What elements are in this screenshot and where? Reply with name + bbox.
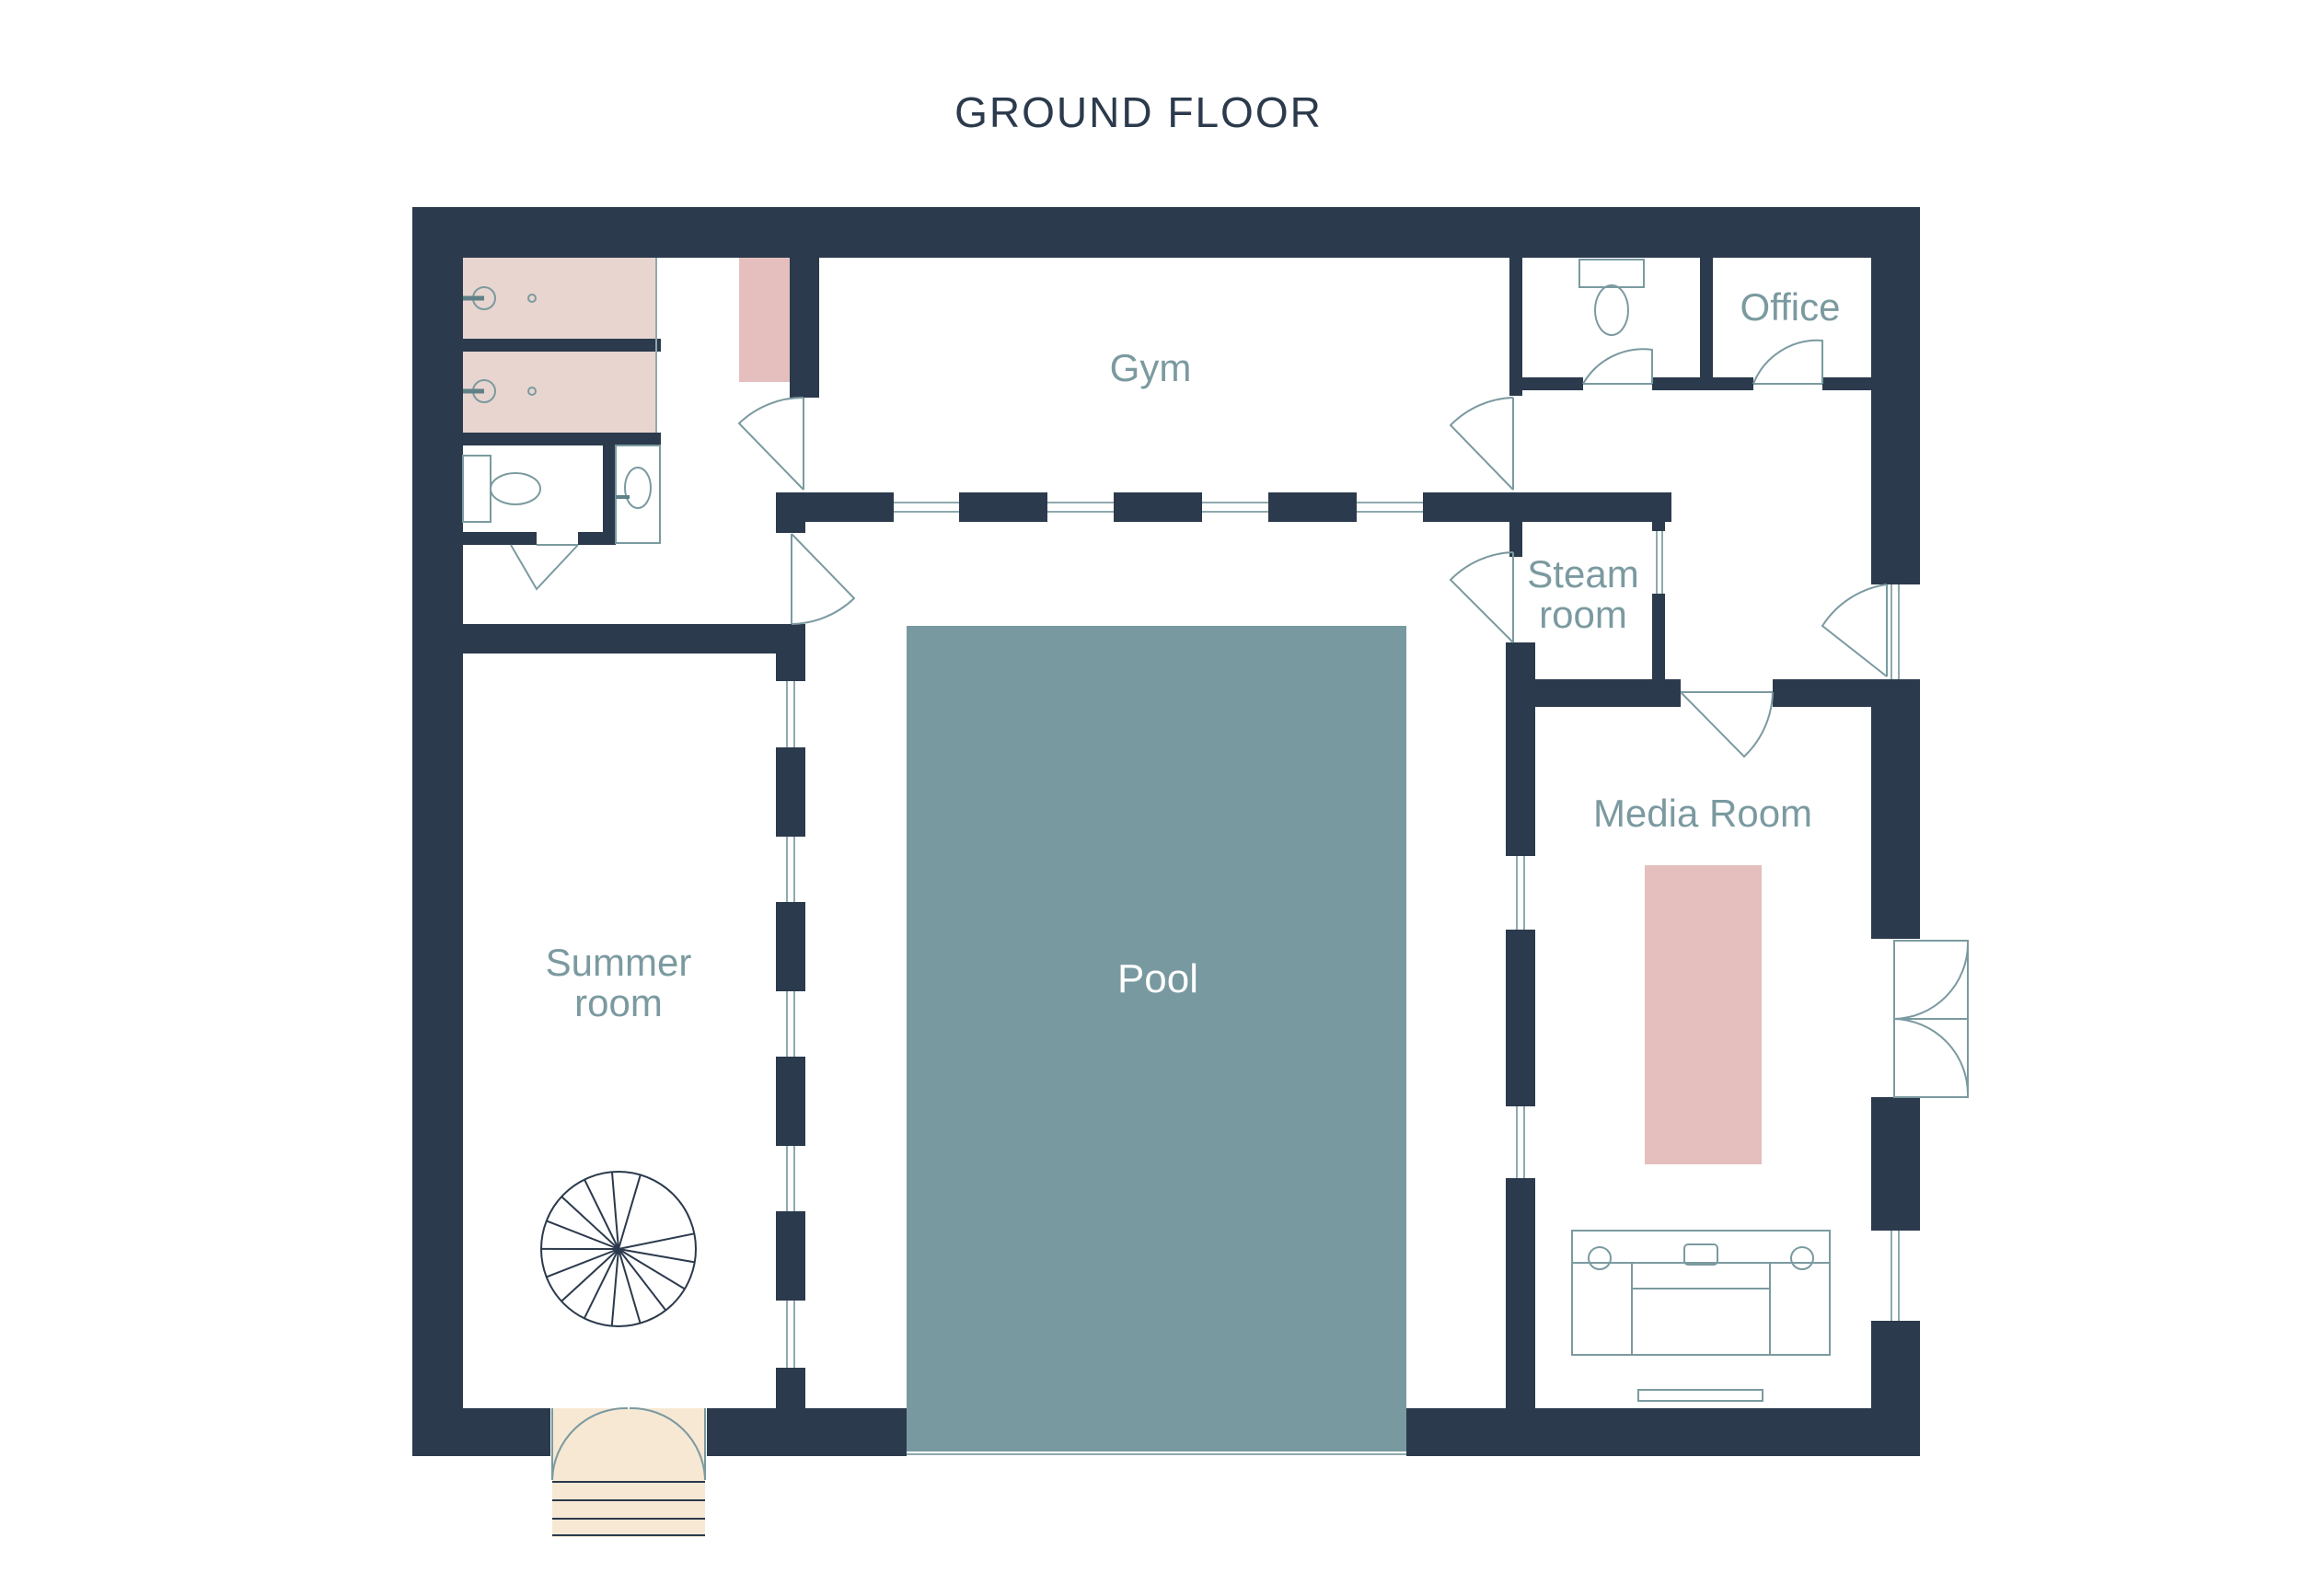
pool-hall-door[interactable]	[791, 533, 856, 625]
pool-water[interactable]	[907, 626, 1406, 1451]
stair-tread	[618, 1232, 695, 1250]
shower-stall-2	[463, 352, 656, 433]
entrance-steps	[552, 1482, 705, 1537]
stair-tread	[561, 1196, 619, 1250]
gym-mat	[739, 258, 790, 382]
media-rug	[1645, 865, 1762, 1164]
wc-east-door[interactable]	[1582, 348, 1653, 385]
glazing	[655, 258, 1900, 1368]
stair-tread	[546, 1220, 619, 1250]
room-label-media: Media Room	[1593, 792, 1812, 835]
room-label-steam-1: Steam	[1527, 552, 1638, 596]
stair-tread	[618, 1248, 686, 1290]
stair-tread	[561, 1248, 619, 1302]
room-label-pool: Pool	[1117, 956, 1198, 1001]
stair-tread	[618, 1248, 642, 1324]
sink-west-icon	[615, 445, 661, 544]
sofa-icon	[1571, 1230, 1831, 1356]
office-door[interactable]	[1752, 339, 1823, 385]
steam-room-door[interactable]	[1449, 551, 1514, 643]
wc-door-west[interactable]	[510, 544, 579, 591]
room-label-gym: Gym	[1110, 346, 1192, 389]
outer-walls	[412, 207, 1920, 1456]
stair-tread	[546, 1248, 619, 1278]
tv-console	[1637, 1389, 1763, 1402]
stair-tread	[618, 1248, 695, 1264]
stair-tread	[618, 1174, 642, 1250]
shower-stall-1	[463, 258, 656, 339]
spiral-staircase-icon[interactable]	[540, 1171, 697, 1327]
toilet-east-icon	[1578, 259, 1645, 336]
entrance-step-lines	[552, 1481, 705, 1536]
room-label-summer-1: Summer	[546, 941, 692, 984]
media-double-door[interactable]	[1893, 940, 1969, 1098]
stair-tread	[618, 1248, 667, 1312]
room-label-steam-2: room	[1539, 593, 1627, 636]
gym-east-door[interactable]	[1449, 397, 1514, 491]
gym-door[interactable]	[737, 396, 804, 491]
toilet-west-icon	[462, 455, 541, 523]
stair-tread	[610, 1248, 619, 1326]
inner-walls	[463, 207, 1920, 1456]
entrance-double-door[interactable]	[551, 1406, 706, 1481]
media-room-door[interactable]	[1680, 691, 1774, 758]
shower-head-1	[463, 286, 537, 310]
shower-head-2	[463, 379, 537, 403]
east-exit-door[interactable]	[1821, 584, 1888, 677]
room-label-summer-2: room	[574, 981, 663, 1024]
room-label-office: Office	[1740, 285, 1841, 329]
floor-title: GROUND FLOOR	[954, 88, 1323, 136]
stair-tread	[584, 1179, 619, 1250]
stair-tread	[610, 1172, 619, 1250]
stair-tread	[583, 1248, 619, 1319]
entrance-landing	[552, 1408, 705, 1482]
